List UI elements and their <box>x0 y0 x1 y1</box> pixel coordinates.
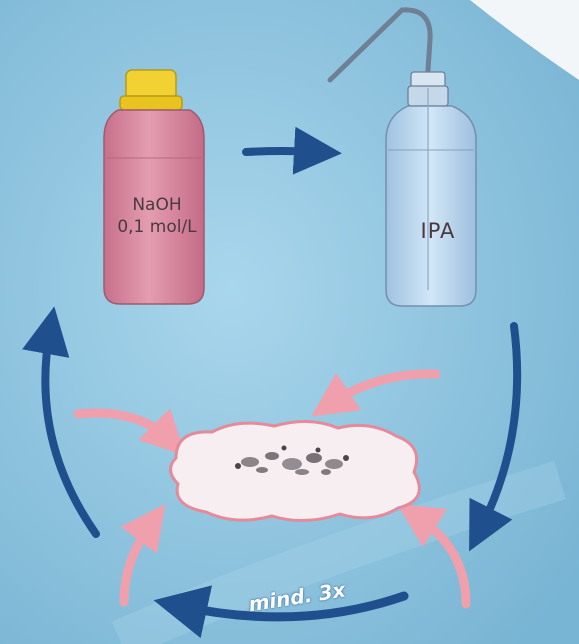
ipa-label: IPA <box>398 219 478 243</box>
naoh-bottle-cap-ring <box>120 96 182 110</box>
naoh-label-chemical: NaOH <box>92 196 222 216</box>
naoh-label-concentration: 0,1 mol/L <box>92 218 222 238</box>
arrow-naoh-to-ipa <box>246 151 318 152</box>
ipa-bottle-body <box>386 106 476 306</box>
substrate-cloud <box>170 421 419 520</box>
